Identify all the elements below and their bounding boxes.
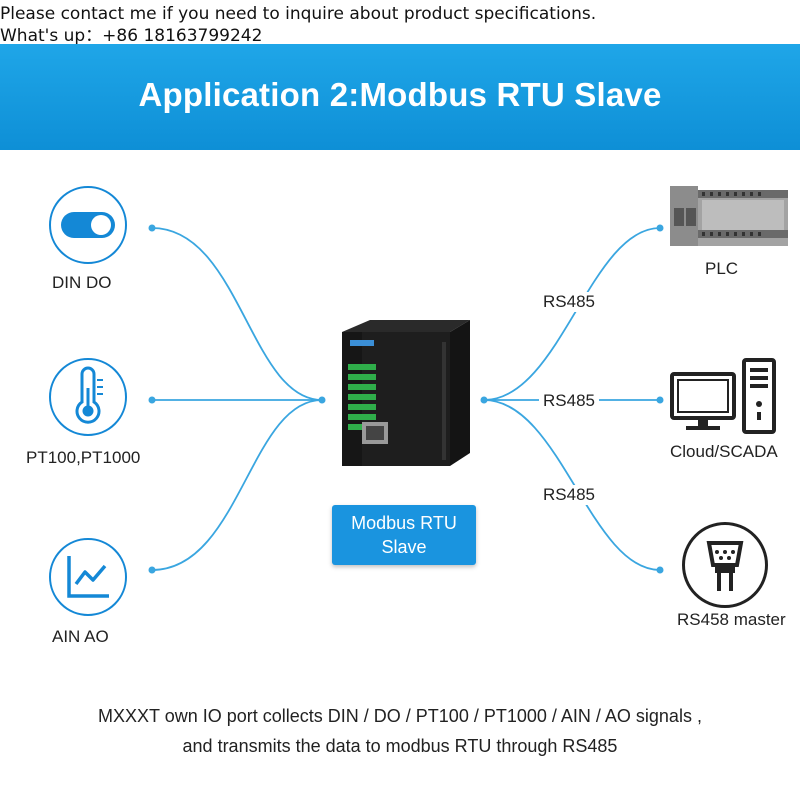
- input-label-din-do: DIN DO: [48, 273, 116, 293]
- page-title: Application 2:Modbus RTU Slave: [138, 76, 662, 113]
- device-label-line1: Modbus RTU: [351, 513, 457, 533]
- toggle-switch-icon: [49, 186, 127, 264]
- link-label-master: RS485: [539, 485, 599, 505]
- output-label-master: RS458 master: [673, 610, 790, 630]
- plc-icon: [670, 186, 788, 246]
- contact-note: Please contact me if you need to inquire…: [0, 4, 597, 24]
- computer-icon: [670, 358, 776, 434]
- output-label-plc: PLC: [701, 259, 743, 279]
- footer-line-1: MXXXT own IO port collects DIN / DO / PT…: [98, 706, 702, 726]
- input-label-pt100: PT100,PT1000: [22, 448, 145, 468]
- contact-phone: What's up：+86 18163799242: [0, 26, 263, 46]
- wire-ain-ao: [151, 399, 323, 571]
- device-label-box: Modbus RTU Slave: [332, 505, 476, 565]
- title-banner: [0, 44, 800, 150]
- input-label-ain-ao: AIN AO: [48, 627, 113, 647]
- link-label-scada: RS485: [539, 391, 599, 411]
- wire-din-do: [151, 227, 323, 401]
- line-graph-icon: [49, 538, 127, 616]
- footer-line-2: and transmits the data to modbus RTU thr…: [182, 736, 618, 756]
- serial-connector-icon: [682, 522, 768, 608]
- device-label-line2: Slave: [381, 537, 427, 557]
- output-label-scada: Cloud/SCADA: [666, 442, 782, 462]
- thermometer-icon: [49, 358, 127, 436]
- link-label-plc: RS485: [539, 292, 599, 312]
- wire-plc: [483, 227, 661, 401]
- io-module-device-icon: [342, 320, 470, 466]
